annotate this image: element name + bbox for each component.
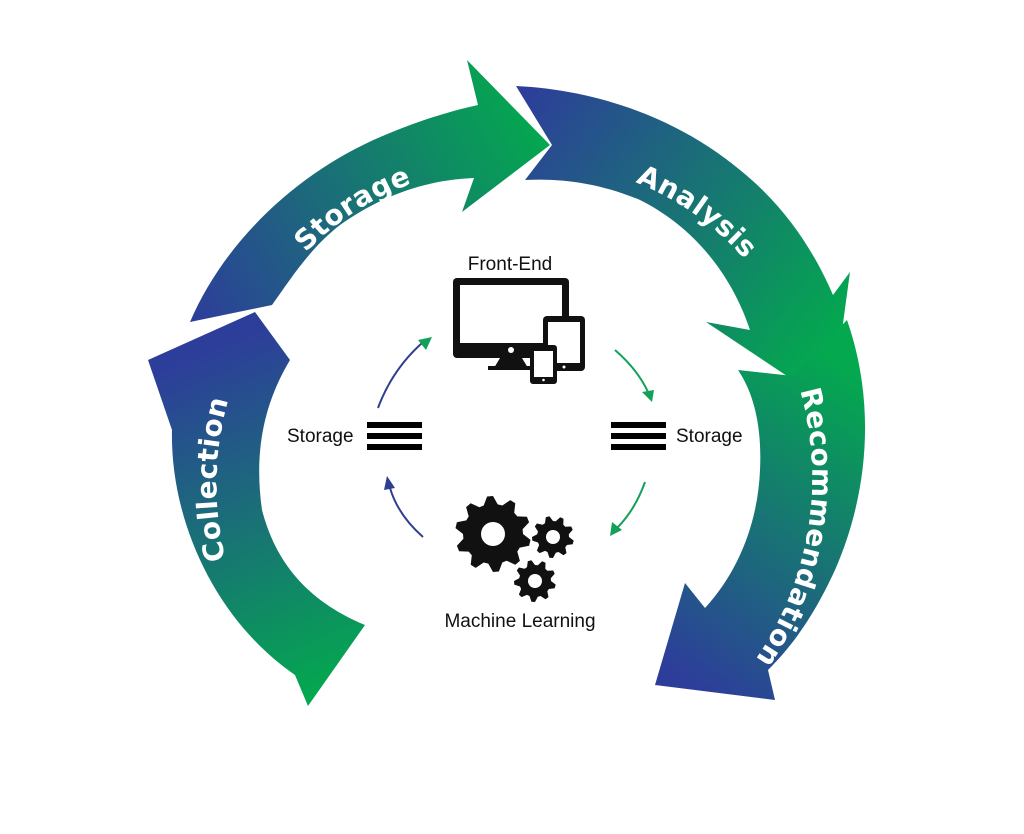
storage-arrow: [190, 60, 550, 322]
storage-right-icon: [611, 422, 666, 450]
arrow-storage-to-frontend: [377, 337, 432, 409]
collection-arrow: [148, 312, 365, 706]
storage-left-icon: [367, 422, 422, 450]
recommendation-arrow: [655, 320, 866, 700]
machine-learning-label: Machine Learning: [444, 611, 595, 632]
arrow-frontend-to-storage: [614, 349, 654, 402]
arrow-storage-to-ml: [610, 481, 646, 536]
analysis-arrow: [516, 86, 850, 378]
storage-right-label: Storage: [676, 426, 743, 447]
gear-bottom-hole: [528, 574, 542, 588]
gear-small-hole: [546, 530, 560, 544]
devices-icon: [453, 278, 585, 384]
storage-left-label: Storage: [287, 426, 354, 447]
arrow-ml-to-storage: [384, 476, 424, 538]
gears-icon: [455, 496, 574, 602]
front-end-label: Front-End: [468, 254, 552, 275]
gear-large-hole: [481, 522, 505, 546]
